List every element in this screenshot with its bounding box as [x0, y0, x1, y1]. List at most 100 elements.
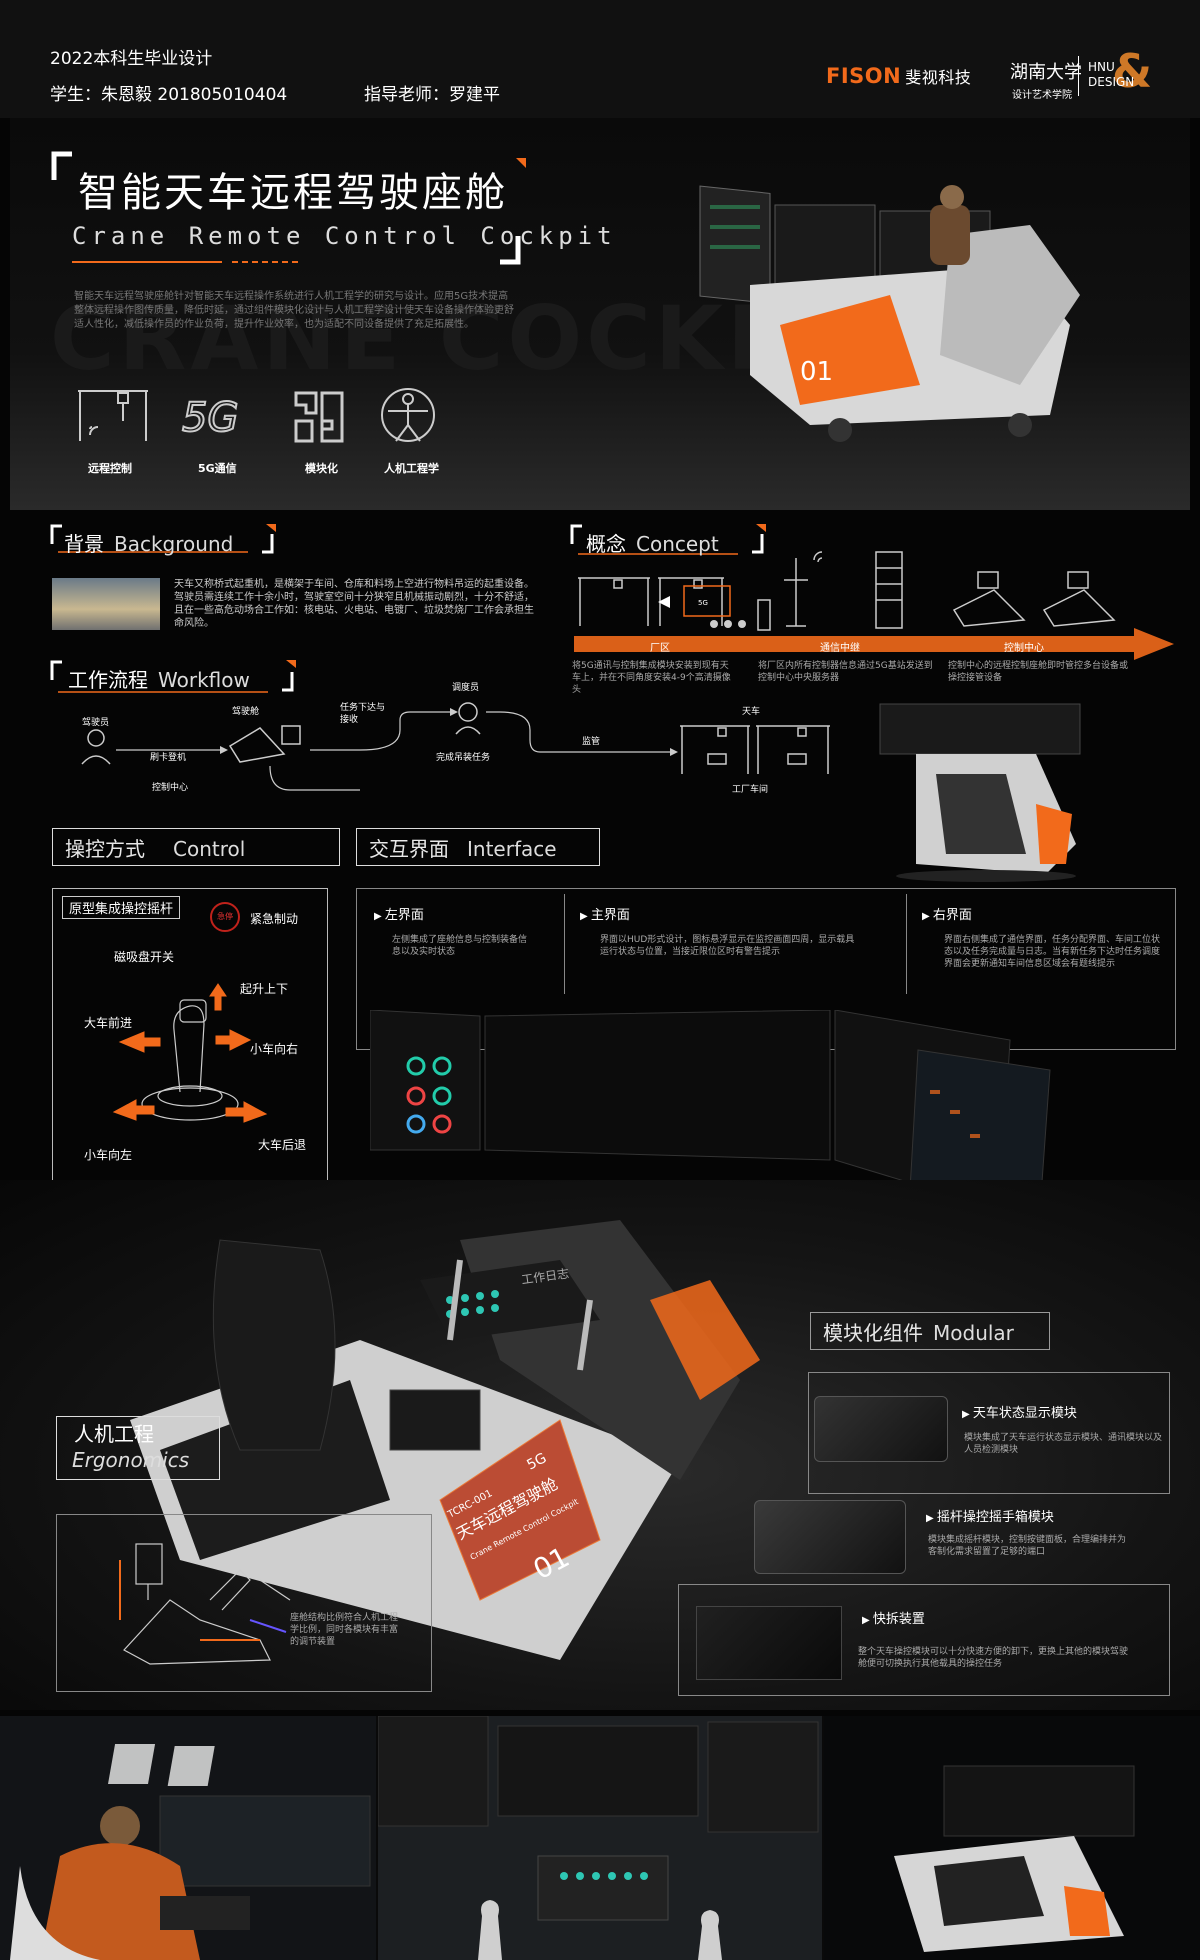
background-title-frame [50, 524, 276, 554]
concept-stage-center: 控制中心 [1004, 643, 1044, 654]
hero-intro: 智能天车远程驾驶座舱针对智能天车远程操作系统进行人机工程学的研究与设计。应用5G… [74, 291, 514, 330]
advisor-info: 指导老师：罗建平 [364, 85, 500, 105]
hero-icon-label-ergonomics: 人机工程学 [384, 462, 439, 475]
interface-title-en: Interface [467, 837, 557, 861]
workflow-label-supervise: 监管 [582, 737, 601, 747]
control-label-trolley-right: 小车向右 [250, 1042, 299, 1056]
control-label-magnet-switch: 磁吸盘开关 [114, 950, 175, 964]
concept-desc-1: 将5G通讯与控制集成模块安装到现有天车上，并在不同角度安装4-9个高清摄像头 [572, 661, 731, 695]
control-section-title: 操控方式 Control [52, 828, 340, 866]
modular-item-1-text: 模块集成了天车运行状态显示模块、通讯模块以及人员检测模块 [964, 1433, 1163, 1455]
interface-divider [564, 894, 565, 994]
workflow-section-title: 工作流程 Workflow [68, 664, 250, 693]
page-title: 智能天车远程驾驶座舱 [78, 170, 508, 216]
workflow-label-workshop: 工厂车间 [732, 785, 769, 795]
concept-section-title: 概念 Concept [586, 528, 719, 557]
main-cockpit-render: 工作日志 天车远程驾驶舱 TCRC-001 5G Crane Remote Co… [130, 1220, 760, 1660]
fison-logo-cn: 斐视科技 [905, 68, 972, 87]
ergonomics-title-box [56, 1416, 220, 1480]
emergency-stop-icon: 急停 [210, 902, 240, 932]
workflow-title-cn: 工作流程 [68, 668, 148, 692]
modular-section-title: 模块化组件 Modular [810, 1312, 1050, 1350]
modular-title-en: Modular [933, 1321, 1014, 1345]
modular-item-3-text: 整个天车操控模块可以十分快速方便的卸下，更换上其他的模块驾驶舱便可切换执行其他载… [858, 1647, 1129, 1669]
hero-icon-label-modular: 模块化 [305, 462, 338, 475]
control-label-emergency-brake: 紧急制动 [250, 912, 299, 926]
interface-main-text: 界面以HUD形式设计，图标悬浮显示在监控画面四周，显示载具运行状态与位置，当接近… [600, 935, 855, 957]
ergonomics-title-en: Ergonomics [72, 1448, 190, 1472]
workflow-label-task-dispatch: 任务下达与接收 [340, 703, 386, 725]
control-label-bridge-back: 大车后退 [258, 1138, 307, 1152]
ergonomics-panel [56, 1514, 432, 1692]
svg-text:工作日志: 工作日志 [520, 1266, 569, 1287]
workflow-label-control-center: 控制中心 [152, 783, 189, 793]
modular-title-cn: 模块化组件 [823, 1321, 923, 1345]
concept-stage-factory: 厂区 [650, 643, 670, 654]
workflow-label-card-login: 刷卡登机 [150, 753, 187, 763]
modular-item-3-title: 快拆装置 [862, 1608, 925, 1627]
5g-icon: 5G [182, 395, 238, 441]
hnu-design-ampersand-icon: & [1112, 44, 1153, 98]
gallery-render-console [378, 1716, 822, 1960]
workflow-label-crane: 天车 [742, 707, 761, 717]
workflow-label-driver: 驾驶员 [82, 718, 110, 728]
background-title-cn: 背景 [64, 532, 104, 556]
ergonomics-text: 座舱结构比例符合人机工程学比例，同时各模块有丰富的调节装置 [290, 1613, 399, 1647]
interface-screens-render [370, 1010, 1051, 1211]
interface-right-text: 界面右侧集成了通信界面，任务分配界面、车间工位状态以及任务完成量与日志。当有新任… [944, 935, 1161, 969]
joystick-diagram [112, 983, 268, 1123]
svg-text:5G: 5G [698, 599, 708, 607]
joystick-module-render [754, 1500, 906, 1574]
ergonomics-diagram [119, 1543, 291, 1665]
remote-control-icon [78, 390, 148, 441]
control-label-bridge-forward: 大车前进 [84, 1016, 133, 1030]
concept-title-en: Concept [636, 532, 719, 556]
project-year-title: 2022本科生毕业设计 [50, 49, 213, 69]
control-title-en: Control [173, 837, 246, 861]
interface-title-cn: 交互界面 [369, 837, 449, 861]
hero-icons: 5G [78, 388, 435, 443]
workflow-title-en: Workflow [158, 668, 250, 692]
ergonomics-icon [381, 388, 435, 442]
concept-desc-3: 控制中心的远程控制座舱即时管控多台设备或操控接管设备 [948, 661, 1129, 683]
control-title-cn: 操控方式 [65, 837, 145, 861]
modular-icon [294, 391, 344, 443]
control-subtitle: 原型集成操控摇杆 [62, 896, 181, 919]
modular-item-2-title: 摇杆操控摇手箱模块 [926, 1506, 1054, 1525]
hnu-logo: 湖南大学 [1010, 62, 1082, 83]
status-module-render [814, 1396, 948, 1462]
logo-divider [1078, 56, 1079, 96]
interface-section-title: 交互界面 Interface [356, 828, 600, 866]
workflow-title-frame [50, 660, 296, 693]
quick-release-render [696, 1606, 842, 1680]
gallery-render-operator [0, 1716, 376, 1960]
workflow-diagram [81, 702, 830, 791]
modular-item-2-text: 模块集成摇杆模块，控制按键面板，合理编排并为客制化需求留置了足够的端口 [928, 1535, 1127, 1557]
fison-logo-text: FISON [826, 64, 902, 88]
workflow-label-dispatcher: 调度员 [452, 683, 480, 693]
workflow-label-complete-task: 完成吊装任务 [436, 753, 491, 763]
interface-divider [906, 894, 907, 994]
modular-panel-1 [808, 1372, 1170, 1494]
student-info: 学生：朱恩毅 201805010404 [50, 85, 288, 105]
title-bracket-frame [51, 151, 526, 265]
concept-title-cn: 概念 [586, 532, 626, 556]
workflow-label-cockpit: 驾驶舱 [232, 707, 260, 717]
concept-desc-2: 将厂区内所有控制器信息通过5G基站发送到控制中心中央服务器 [758, 661, 933, 683]
background-text: 天车又称桥式起重机，是横架于车间、仓库和料场上空进行物料吊运的起重设备。驾驶员需… [174, 579, 534, 629]
svg-text:01: 01 [800, 357, 833, 387]
background-section-title: 背景 Background [64, 528, 233, 557]
concept-stage-relay: 通信中继 [820, 643, 860, 654]
crane-photo [52, 578, 160, 630]
concept-title-frame [570, 524, 766, 555]
modular-item-1-title: 天车状态显示模块 [962, 1402, 1077, 1421]
header-bar: 2022本科生毕业设计 学生：朱恩毅 201805010404 指导老师：罗建平… [0, 0, 1200, 118]
background-title-en: Background [114, 532, 234, 556]
page-title-en: Crane Remote Control Cockpit [72, 222, 617, 250]
hero-icon-label-remote: 远程控制 [88, 462, 132, 475]
interface-main-title: 主界面 [580, 904, 630, 923]
gallery-render-overview [824, 1716, 1200, 1960]
hero-cockpit-render: 01 [699, 185, 1080, 442]
hero-icon-label-5g: 5G通信 [198, 462, 237, 475]
control-label-hoist: 起升上下 [240, 982, 289, 996]
